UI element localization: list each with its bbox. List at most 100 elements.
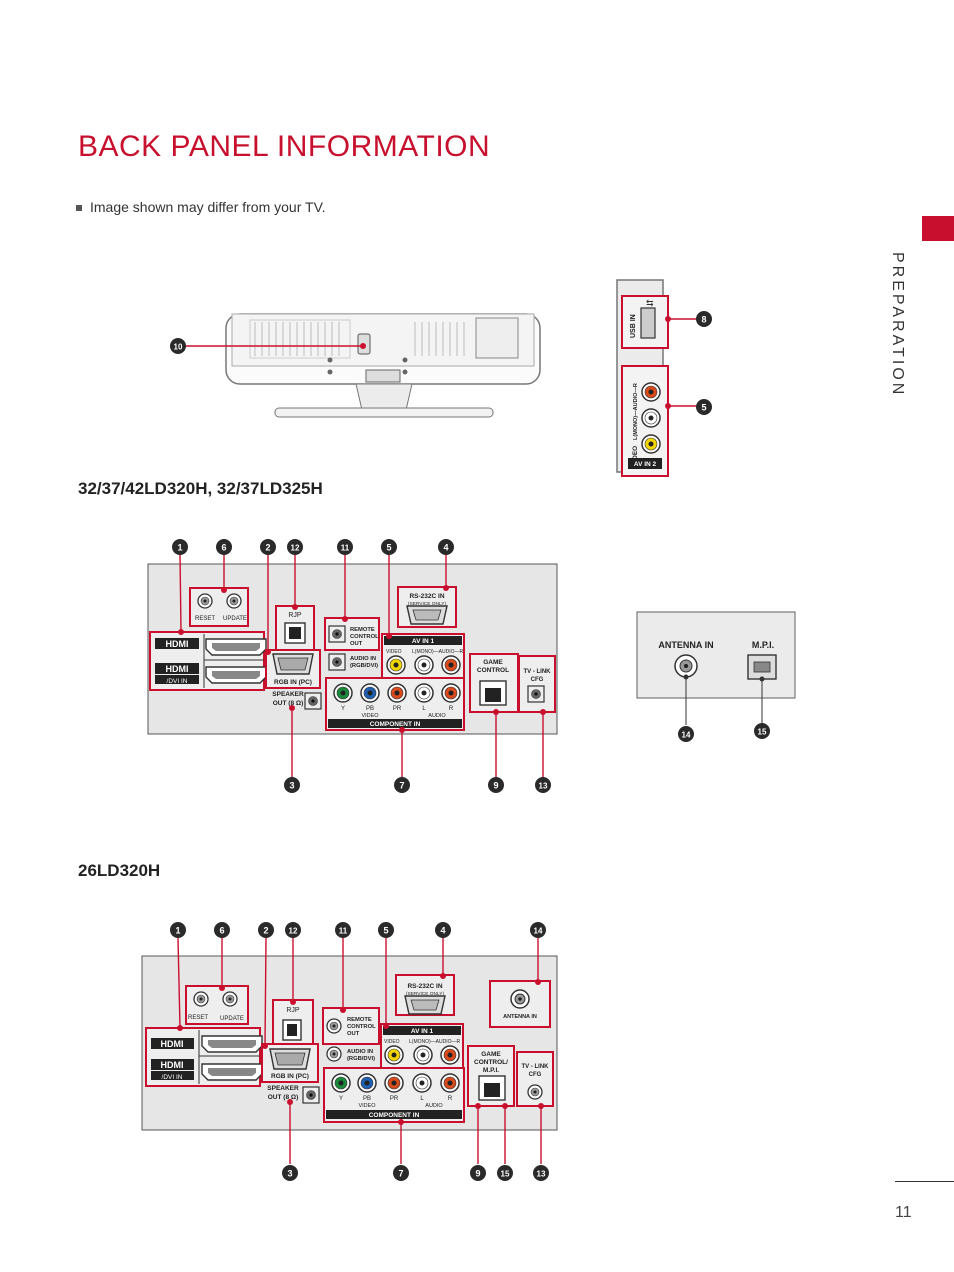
- av-in1-audio-r-jack[interactable]: [441, 655, 461, 675]
- rgb-in-label: RGB IN (PC): [274, 679, 312, 686]
- b-comp-audio-label: AUDIO: [425, 1103, 443, 1109]
- b-av-in1-audio-l-jack[interactable]: [413, 1045, 433, 1065]
- av-in2-video-label: VIDEO: [632, 446, 639, 466]
- panel-b: RESET UPDATE HDMI HDMI /DVI IN 2 1 RJP R…: [141, 937, 558, 1164]
- b-av-in1-label: AV IN 1: [411, 1028, 434, 1035]
- b-component-y-jack[interactable]: [331, 1073, 351, 1093]
- reset-button[interactable]: [197, 593, 213, 609]
- page-number: 11: [895, 1204, 912, 1221]
- remote-control-out-jack[interactable]: [328, 625, 346, 643]
- b-hdmi1-port[interactable]: [201, 1063, 263, 1081]
- b-comp-l-label: L: [420, 1096, 424, 1102]
- panel-a: RESET UPDATE HDMI HDMI /DVI IN 2 1 RJP R…: [147, 553, 558, 778]
- b-av-in1-audio-r-jack[interactable]: [440, 1045, 460, 1065]
- av-in2-audio-r-jack[interactable]: [641, 382, 661, 402]
- b-remote-control-out-jack[interactable]: [326, 1018, 342, 1034]
- callout-3-b: 3: [287, 1169, 292, 1179]
- callout-13-b: 13: [537, 1170, 546, 1179]
- callout-5-side: 5: [701, 403, 706, 413]
- b-hdmi2-logo: HDMI: [161, 1039, 184, 1049]
- dvi-in-label: /DVI IN: [167, 678, 188, 685]
- b-game-label-1: GAME: [481, 1051, 501, 1058]
- comp-l-label: L: [422, 706, 426, 712]
- callout-15-b: 15: [501, 1170, 510, 1179]
- component-in-label: COMPONENT IN: [370, 721, 421, 728]
- b-speaker-label-2: OUT (8 Ω): [268, 1094, 299, 1101]
- audio-in-label-2: (RGB/DVI): [350, 663, 378, 669]
- component-audio-l-jack[interactable]: [414, 683, 434, 703]
- callout-5-a: 5: [386, 543, 391, 553]
- rs232-service-label: (SERVICE ONLY): [408, 601, 447, 607]
- b-comp-r-label: R: [448, 1096, 453, 1102]
- b-speaker-out-jack[interactable]: [302, 1086, 320, 1104]
- av-in1-video-jack[interactable]: [386, 655, 406, 675]
- callouts: 10 8 5 14 15 1 6 2 12 11 5 4 3 7 9 13 1 …: [170, 311, 770, 1181]
- speaker-label-1: SPEAKER: [272, 691, 304, 698]
- callout-9-b: 9: [475, 1169, 480, 1179]
- b-hdmi2-port[interactable]: [201, 1035, 263, 1053]
- section-tab: [922, 216, 954, 241]
- callout-7-b: 7: [398, 1169, 403, 1179]
- comp-audio-label: AUDIO: [428, 713, 446, 719]
- b-audio-in-rgb-jack[interactable]: [326, 1046, 342, 1062]
- b-speaker-label-1: SPEAKER: [267, 1085, 299, 1092]
- speaker-out-jack[interactable]: [304, 692, 322, 710]
- b-game-label-2: CONTROL/: [474, 1059, 508, 1066]
- b-audio-in-label-2: (RGB/DVI): [347, 1056, 375, 1062]
- remote-label-1: REMOTE: [350, 627, 375, 633]
- av-in1-audio-l-jack[interactable]: [414, 655, 434, 675]
- tv-link-cfg-jack[interactable]: [527, 685, 545, 703]
- game-label-1: GAME: [483, 659, 503, 666]
- b-audio-in-label-1: AUDIO IN: [347, 1049, 373, 1055]
- rgb-in-port[interactable]: [272, 653, 314, 675]
- reset-label: RESET: [195, 616, 215, 622]
- side-panel: USB IN ⇆ VIDEO L(MONO)—AUDIO—R AV IN 2: [616, 279, 704, 477]
- callout-6-b: 6: [219, 926, 224, 936]
- rs232-port[interactable]: [406, 605, 448, 625]
- b-component-pr-jack[interactable]: [384, 1073, 404, 1093]
- av-in2-video-jack[interactable]: [641, 434, 661, 454]
- av-in2-audio-l-jack[interactable]: [641, 408, 661, 428]
- hdmi1-port[interactable]: [205, 666, 267, 684]
- comp-pb-label: PB: [366, 706, 374, 712]
- av-in2-badge: [628, 458, 662, 469]
- audio-in-rgb-jack[interactable]: [328, 653, 346, 671]
- b-av-in1-video-label: VIDEO: [384, 1039, 400, 1045]
- b-rs232-port[interactable]: [404, 995, 446, 1015]
- b-component-audio-r-jack[interactable]: [440, 1073, 460, 1093]
- component-pr-jack[interactable]: [387, 683, 407, 703]
- comp-y-label: Y: [341, 706, 345, 712]
- tvlink-label-2: CFG: [531, 677, 544, 683]
- callout-14-ant: 14: [682, 731, 691, 740]
- bullet-square: [76, 205, 82, 212]
- callout-13-a: 13: [539, 782, 548, 791]
- comp-video-label: VIDEO: [361, 713, 379, 719]
- callout-2-a: 2: [265, 543, 270, 553]
- mpi-label: M.P.I.: [752, 640, 774, 650]
- b-rgb-in-label: RGB IN (PC): [271, 1073, 309, 1080]
- b-component-pb-jack[interactable]: [357, 1073, 377, 1093]
- audio-in-label-1: AUDIO IN: [350, 656, 376, 662]
- b-component-audio-l-jack[interactable]: [412, 1073, 432, 1093]
- callout-12-a: 12: [291, 544, 300, 553]
- b-av-in1-video-jack[interactable]: [384, 1045, 404, 1065]
- update-label: UPDATE: [223, 616, 247, 622]
- b-reset-button[interactable]: [193, 991, 209, 1007]
- remote-label-2: CONTROL: [350, 634, 379, 640]
- page-title: BACK PANEL INFORMATION: [78, 130, 491, 163]
- b-tv-link-cfg-jack[interactable]: [527, 1084, 543, 1100]
- b-av-in1-audio-label: L(MONO)—AUDIO—R: [409, 1039, 461, 1045]
- b-rs232-service-label: (SERVICE ONLY): [406, 991, 445, 997]
- note: Image shown may differ from your TV.: [76, 199, 326, 215]
- hdmi2-port[interactable]: [205, 638, 267, 656]
- av-in2-audio-label: L(MONO)—AUDIO—R: [633, 383, 639, 440]
- b-rgb-in-port[interactable]: [269, 1048, 311, 1070]
- b-remote-label-3: OUT: [347, 1031, 360, 1037]
- update-button[interactable]: [226, 593, 242, 609]
- component-y-jack[interactable]: [333, 683, 353, 703]
- usb-port[interactable]: [640, 307, 656, 339]
- b-update-button[interactable]: [222, 991, 238, 1007]
- component-pb-jack[interactable]: [360, 683, 380, 703]
- component-audio-r-jack[interactable]: [441, 683, 461, 703]
